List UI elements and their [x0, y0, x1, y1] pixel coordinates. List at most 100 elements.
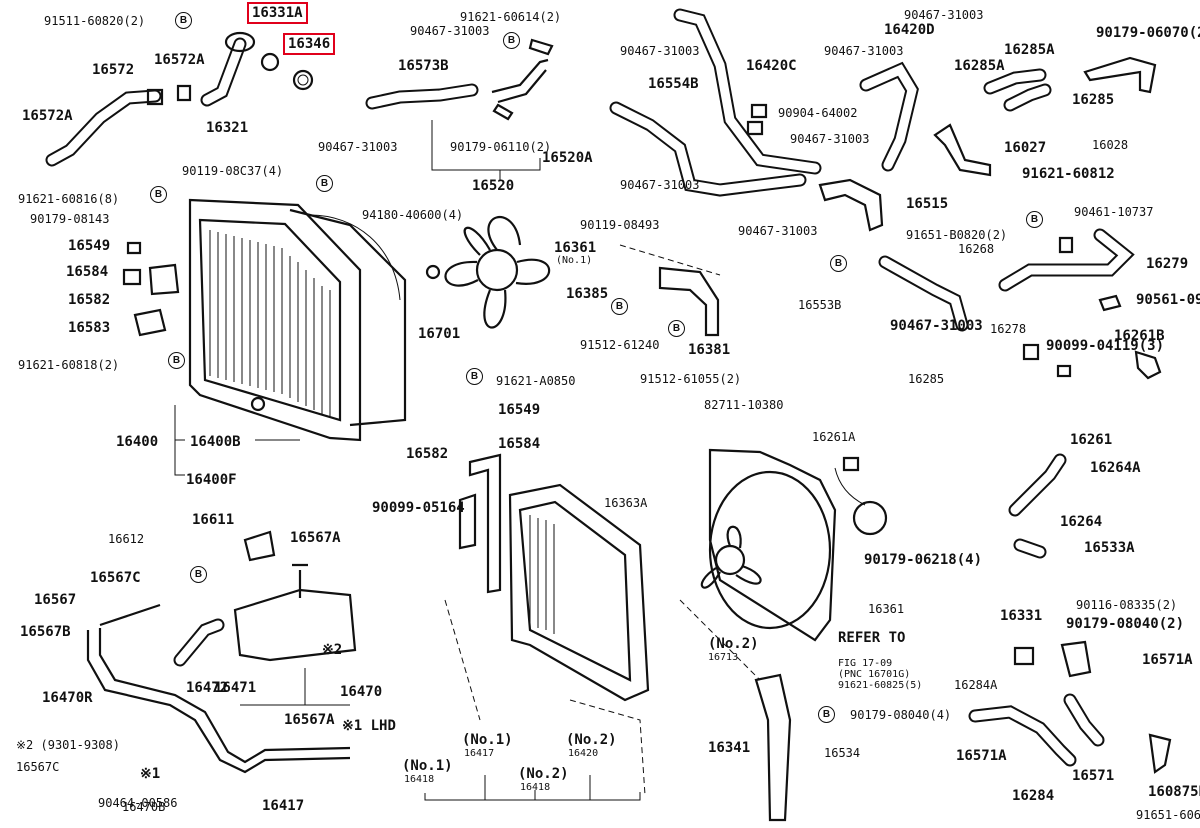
part-label[interactable]: 90119-08493	[580, 218, 660, 232]
part-label[interactable]: 16261B	[1114, 328, 1165, 344]
part-label[interactable]: 16572A	[22, 108, 73, 124]
part-label[interactable]: 90179-06070(2)	[1096, 25, 1200, 41]
part-label[interactable]: 16363A	[604, 496, 648, 510]
part-label[interactable]: 90179-08143	[30, 212, 110, 226]
part-label[interactable]: 16515	[906, 196, 949, 212]
part-label[interactable]: 16572A	[154, 52, 205, 68]
part-label[interactable]: (No.2)	[518, 766, 569, 782]
part-label[interactable]: 16027	[1004, 140, 1047, 156]
part-label[interactable]: 94180-40600(4)	[362, 208, 464, 222]
part-label[interactable]: 91621-60614(2)	[460, 10, 562, 24]
part-label[interactable]: 91651-B0820(2)	[906, 228, 1008, 242]
part-label[interactable]: 16341	[708, 740, 751, 756]
part-label[interactable]: 16261A	[812, 430, 856, 444]
part-label[interactable]: 90467-31003	[620, 44, 700, 58]
part-label[interactable]: 16553B	[798, 298, 842, 312]
part-label[interactable]: 16420C	[746, 58, 797, 74]
part-label[interactable]: 16470R	[42, 690, 93, 706]
part-label[interactable]: 16400F	[186, 472, 237, 488]
part-label[interactable]: 16571	[1072, 768, 1115, 784]
part-label[interactable]: 16571A	[956, 748, 1007, 764]
part-label[interactable]: 16554B	[648, 76, 699, 92]
part-label[interactable]: 16279	[1146, 256, 1189, 272]
part-label[interactable]: 16385	[566, 286, 609, 302]
part-label[interactable]: 16400	[116, 434, 159, 450]
part-label[interactable]: 90119-08C37(4)	[182, 164, 284, 178]
part-label[interactable]: 91621-A0850	[496, 374, 576, 388]
part-label[interactable]: REFER TO	[838, 630, 906, 646]
part-label[interactable]: 16321	[206, 120, 249, 136]
part-label[interactable]: 16361	[868, 602, 905, 616]
part-label[interactable]: 16284A	[954, 678, 998, 692]
part-label[interactable]: 90179-06218(4)	[864, 552, 983, 568]
part-label[interactable]: 16549	[68, 238, 111, 254]
part-label[interactable]: 16567B	[20, 624, 71, 640]
part-label[interactable]: 16264	[1060, 514, 1103, 530]
part-label[interactable]: 90467-31003	[620, 178, 700, 192]
part-label[interactable]: 16261	[1070, 432, 1113, 448]
part-label[interactable]: 16533A	[1084, 540, 1135, 556]
part-label[interactable]: 16567A	[290, 530, 341, 546]
part-label[interactable]: 16549	[498, 402, 541, 418]
part-label[interactable]: 90179-08040(4)	[850, 708, 952, 722]
part-label[interactable]: 91621-60816(8)	[18, 192, 120, 206]
part-label[interactable]: 16520	[472, 178, 515, 194]
part-label[interactable]: 90467-31003	[738, 224, 818, 238]
part-label[interactable]: 90467-31003	[790, 132, 870, 146]
part-label[interactable]: 90467-31003	[890, 318, 983, 334]
part-label[interactable]: 90179-08040(2)	[1066, 616, 1185, 632]
part-label[interactable]: 90467-31003	[824, 44, 904, 58]
part-label[interactable]: 91511-60820(2)	[44, 14, 146, 28]
part-label[interactable]: 91621-60812	[1022, 166, 1115, 182]
part-label[interactable]: 16278	[990, 322, 1027, 336]
part-label[interactable]: 90116-08335(2)	[1076, 598, 1178, 612]
part-label[interactable]: 16567C	[90, 570, 141, 586]
part-label[interactable]: 16285A	[1004, 42, 1055, 58]
part-label[interactable]: 16571A	[1142, 652, 1193, 668]
part-label[interactable]: ※1 LHD	[342, 718, 396, 734]
part-label[interactable]: 16470B	[122, 800, 166, 814]
part-label[interactable]: 90467-31003	[318, 140, 398, 154]
part-label[interactable]: (No.2)	[708, 636, 759, 652]
part-label[interactable]: 91621-60818(2)	[18, 358, 120, 372]
part-label[interactable]: 16583	[68, 320, 111, 336]
part-label[interactable]: 16520A	[542, 150, 593, 166]
part-label[interactable]: (No.1)	[462, 732, 513, 748]
part-label[interactable]: 16285	[908, 372, 945, 386]
part-label[interactable]: 160875B	[1148, 784, 1200, 800]
part-label[interactable]: (No.2)	[566, 732, 617, 748]
part-label[interactable]: 16572	[92, 62, 135, 78]
part-label[interactable]: ※2	[322, 642, 343, 658]
part-label[interactable]: 16584	[66, 264, 109, 280]
part-label[interactable]: 91512-61240	[580, 338, 660, 352]
part-label[interactable]: 82711-10380	[704, 398, 784, 412]
part-label[interactable]: 90467-31003	[410, 24, 490, 38]
part-label[interactable]: 91512-61055(2)	[640, 372, 742, 386]
part-label[interactable]: 16701	[418, 326, 461, 342]
part-label[interactable]: 16567A	[284, 712, 335, 728]
part-label[interactable]: 16417	[262, 798, 305, 814]
part-label[interactable]: 16582	[406, 446, 449, 462]
part-label[interactable]: 16285A	[954, 58, 1005, 74]
part-label[interactable]: ※1	[140, 766, 161, 782]
part-label[interactable]: 16567	[34, 592, 77, 608]
part-label[interactable]: 16584	[498, 436, 541, 452]
part-label[interactable]: 16420D	[884, 22, 935, 38]
part-label[interactable]: 16573B	[398, 58, 449, 74]
part-label[interactable]: 90179-06110(2)	[450, 140, 552, 154]
part-label[interactable]: 16264A	[1090, 460, 1141, 476]
part-label[interactable]: 16400B	[190, 434, 241, 450]
part-label[interactable]: 90461-10737	[1074, 205, 1154, 219]
part-label[interactable]: (No.1)	[402, 758, 453, 774]
part-label[interactable]: 16381	[688, 342, 731, 358]
part-label-highlighted[interactable]: 16346	[282, 33, 336, 55]
part-label[interactable]: 16268	[958, 242, 995, 256]
part-label[interactable]: 90099-04119(3)	[1046, 338, 1165, 354]
part-label-highlighted[interactable]: 16331A	[247, 2, 308, 24]
part-label[interactable]: 90561-09014	[1136, 292, 1200, 308]
part-label[interactable]: 16471	[214, 680, 257, 696]
part-label[interactable]: 16611	[192, 512, 235, 528]
part-label[interactable]: 16028	[1092, 138, 1129, 152]
part-label[interactable]: 16285	[1072, 92, 1115, 108]
part-label[interactable]: 16470	[340, 684, 383, 700]
